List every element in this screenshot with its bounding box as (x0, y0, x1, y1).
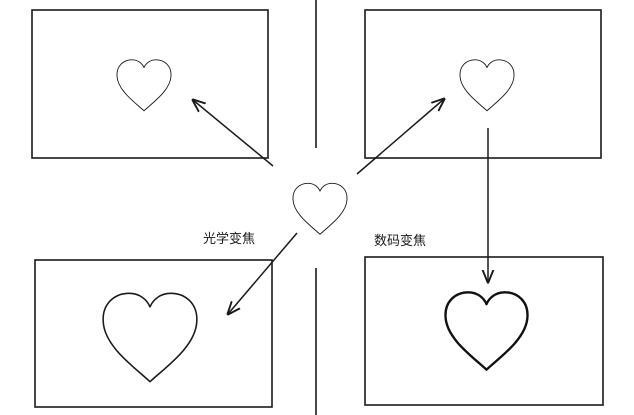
heart-center-icon (292, 182, 348, 235)
arrow-to-top-left (193, 100, 274, 167)
heart-top-left-icon (116, 59, 172, 112)
frame-bottom-left (34, 259, 273, 408)
label-optical-zoom: 光学变焦 (203, 231, 255, 247)
frame-bottom-right (364, 256, 604, 406)
heart-digital-zoom-icon (444, 291, 529, 371)
heart-optical-zoom-icon (102, 292, 198, 383)
arrow-to-top-right (356, 99, 444, 175)
arrow-to-optical-zoom (228, 232, 298, 314)
frame-top-left (31, 9, 269, 159)
frame-top-right (364, 9, 602, 159)
heart-top-right-icon (459, 59, 515, 112)
label-digital-zoom: 数码变焦 (374, 233, 426, 249)
